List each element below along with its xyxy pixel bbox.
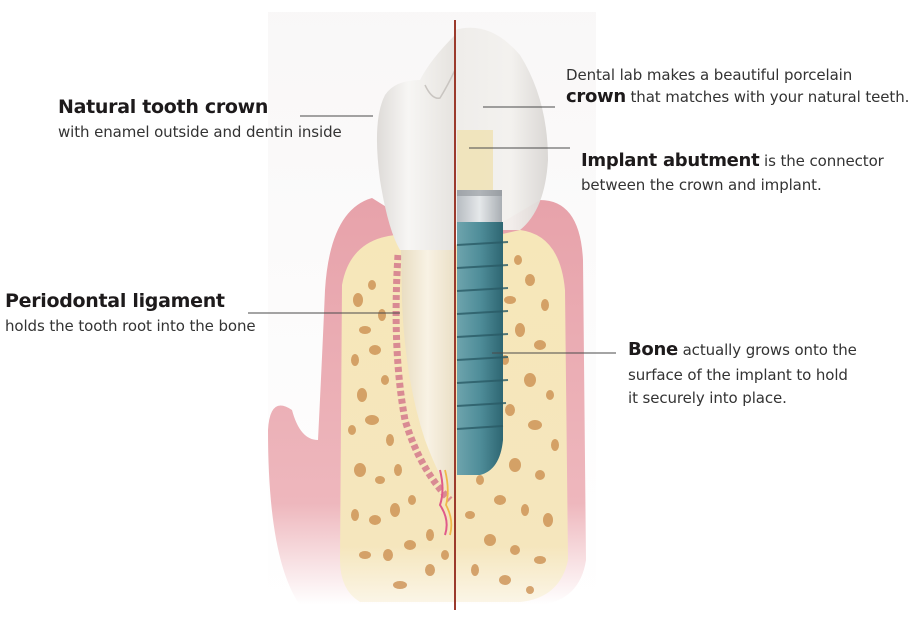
porcelain-crown-rest: that matches with your natural teeth.: [625, 88, 910, 107]
bone-line1: Bone actually grows onto the: [628, 339, 857, 361]
abutment-bold: Implant abutment: [581, 150, 760, 171]
label-bone: Bone actually grows onto the surface of …: [628, 339, 857, 408]
bone-line2: surface of the implant to hold: [628, 365, 848, 384]
abutment-rest: is the connector: [759, 152, 884, 170]
bone-rest: actually grows onto the: [677, 341, 857, 359]
implant-body: [457, 222, 503, 475]
label-natural-tooth-crown: Natural tooth crown with enamel outside …: [58, 96, 342, 141]
nerve-fibers: [438, 469, 448, 536]
natural-tooth-crown: [376, 35, 455, 250]
periodontal-description: holds the tooth root into the bone: [5, 317, 256, 336]
label-implant-abutment: Implant abutment is the connector betwee…: [581, 150, 884, 194]
bone-bold: Bone: [628, 339, 678, 360]
abutment-line2: between the crown and implant.: [581, 175, 822, 194]
label-periodontal-ligament: Periodontal ligament holds the tooth roo…: [5, 290, 256, 335]
porcelain-crown-bold: crown: [566, 86, 626, 108]
bone-pores: [348, 255, 559, 594]
periodontal-ligament: [392, 254, 453, 503]
bone-line3: it securely into place.: [628, 389, 787, 408]
implant-abutment: [457, 130, 493, 190]
abutment-line1: Implant abutment is the connector: [581, 150, 884, 172]
tooth-root: [400, 200, 455, 500]
porcelain-crown-line1: Dental lab makes a beautiful porcelain: [566, 66, 853, 84]
porcelain-crown-line2: crown that matches with your natural tee…: [566, 86, 909, 108]
natural-crown-description: with enamel outside and dentin inside: [58, 123, 342, 142]
label-porcelain-crown: Dental lab makes a beautiful porcelain c…: [566, 66, 909, 108]
natural-crown-title: Natural tooth crown: [58, 96, 269, 118]
periodontal-title: Periodontal ligament: [5, 290, 225, 312]
